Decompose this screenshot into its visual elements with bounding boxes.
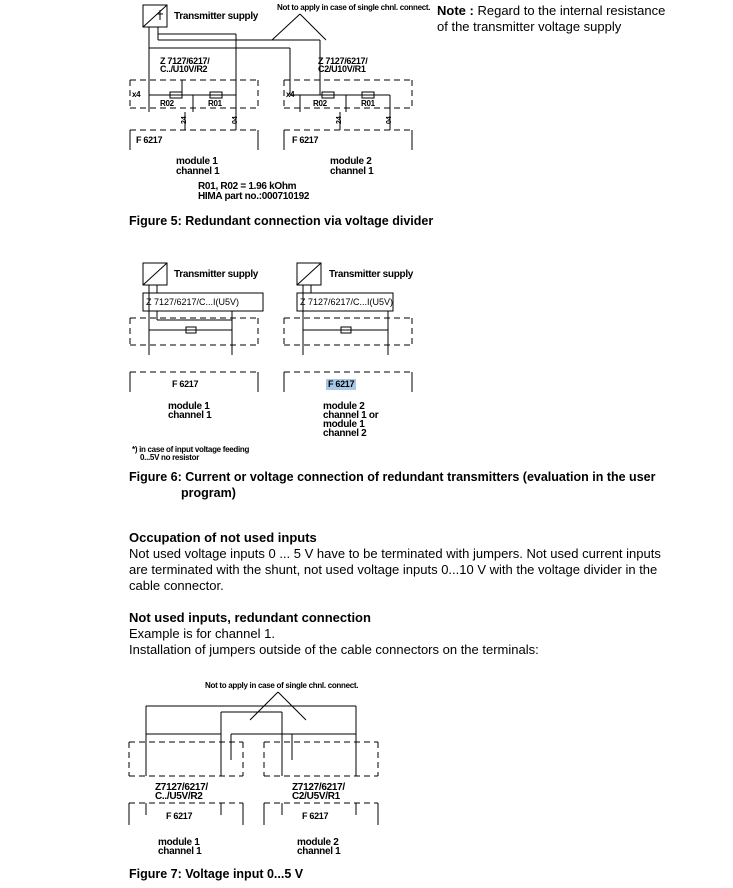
- fig6-module1-line1: module 1: [168, 401, 210, 412]
- note-line-2: of the transmitter voltage supply: [437, 19, 622, 34]
- fig5-module1-line2: channel 1: [176, 166, 220, 177]
- fig6-module1-line2: channel 1: [168, 410, 212, 421]
- fig5-right-part-1: Z 7127/6217/: [318, 56, 368, 66]
- fig5-module2-line2: channel 1: [330, 166, 374, 177]
- fig5-transmitter-label: Transmitter supply: [174, 11, 259, 22]
- fig5-not-apply-label: Not to apply in case of single chnl. con…: [277, 3, 431, 12]
- fig7-left-part-2: C../U5V/R2: [155, 791, 203, 802]
- fig5-module-label-left: F 6217: [136, 135, 163, 145]
- fig5-module1-line1: module 1: [176, 156, 218, 167]
- fig6-footnote-line1: *) in case of input voltage feeding: [132, 445, 250, 454]
- section-heading-unused-inputs: Occupation of not used inputs: [129, 530, 317, 545]
- fig7-module-label-left: F 6217: [166, 811, 193, 821]
- fig5-left-part-1: Z 7127/6217/: [160, 56, 210, 66]
- section-heading-redundant: Not used inputs, redundant connection: [129, 610, 371, 625]
- fig6-module2-line1: module 2: [323, 401, 365, 412]
- section2-line1: Example is for channel 1.: [129, 626, 275, 641]
- note-bold-label: Note :: [437, 3, 474, 18]
- fig7-right-part-2: C2/U5V/R1: [292, 791, 340, 802]
- note-line-1: Regard to the internal resistance: [477, 3, 666, 18]
- section1-line3: cable connector.: [129, 578, 224, 593]
- fig7-module2-line2: channel 1: [297, 846, 341, 857]
- figure-6-caption-line1: Figure 6: Current or voltage connection …: [129, 470, 656, 484]
- fig6-transmitter-left: Transmitter supply: [174, 269, 259, 280]
- fig6-module2-line3: module 1: [323, 419, 365, 430]
- fig7-not-apply-label: Not to apply in case of single chnl. con…: [205, 681, 359, 690]
- fig6-module-label-right: F 6217: [326, 379, 357, 390]
- fig5-r01-left: R01: [208, 99, 222, 108]
- fig5-module2-line1: module 2: [330, 156, 372, 167]
- fig7-module1-line1: module 1: [158, 837, 200, 848]
- section2-line2: Installation of jumpers outside of the c…: [129, 642, 539, 657]
- fig5-module-label-right: F 6217: [292, 135, 319, 145]
- fig5-x4-right: x4: [286, 90, 295, 99]
- fig6-part-right: Z 7127/6217/C...I(U5V): [300, 297, 394, 307]
- fig7-module1-line2: channel 1: [158, 846, 202, 857]
- section1-line2: are terminated with the shunt, not used …: [129, 562, 658, 577]
- figure-5-caption: Figure 5: Redundant connection via volta…: [129, 214, 434, 228]
- figure-7-caption: Figure 7: Voltage input 0...5 V: [129, 867, 304, 881]
- fig5-right-part-2: C2/U10V/R1: [318, 64, 366, 74]
- fig5-x4-left: x4: [132, 90, 141, 99]
- fig7-module-label-right: F 6217: [302, 811, 329, 821]
- figure-6-caption-line2: program): [181, 486, 236, 500]
- fig5-resistor-note: R01, R02 = 1.96 kOhm: [198, 181, 297, 192]
- fig6-module-label-left: F 6217: [172, 379, 199, 389]
- fig5-part-number: HIMA part no.:000710192: [198, 191, 310, 202]
- fig6-part-left: Z 7127/6217/C...I(U5V): [146, 297, 240, 307]
- fig6-footnote-line2: 0...5V no resistor: [140, 453, 200, 462]
- fig5-r02-right: R02: [313, 99, 327, 108]
- fig5-r01-right: R01: [361, 99, 375, 108]
- fig7-module2-line1: module 2: [297, 837, 339, 848]
- fig5-note: Note : Regard to the internal resistance: [437, 3, 665, 19]
- fig6-transmitter-right: Transmitter supply: [329, 269, 414, 280]
- fig6-module2-line2: channel 1 or: [323, 410, 379, 421]
- fig6-module2-line4: channel 2: [323, 428, 367, 439]
- fig7-right-part-1: Z7127/6217/: [292, 782, 345, 793]
- fig5-r02-left: R02: [160, 99, 174, 108]
- fig5-left-part-2: C../U10V/R2: [160, 64, 208, 74]
- section1-line1: Not used voltage inputs 0 ... 5 V have t…: [129, 546, 661, 561]
- fig7-left-part-1: Z7127/6217/: [155, 782, 208, 793]
